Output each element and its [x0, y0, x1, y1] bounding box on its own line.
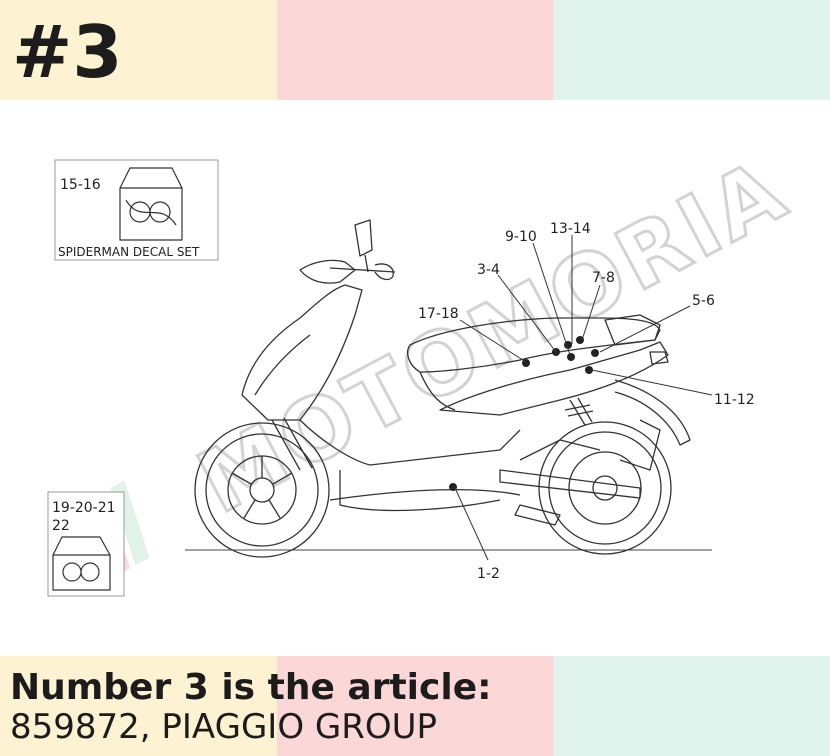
swingarm: [499, 439, 641, 499]
rear-wheel: [538, 421, 672, 555]
callout-9-10: 9-10: [505, 229, 537, 245]
callout-1-2: 1-2: [477, 566, 500, 582]
band-segment-mint: [553, 0, 830, 100]
callout-17-18: 17-18: [418, 306, 459, 322]
rear-body: [439, 341, 669, 416]
callout-15-16: 15-16: [60, 177, 101, 193]
bottom-color-band: [0, 656, 830, 756]
decal-pack-icon: [119, 167, 183, 241]
band-segment-mint: [553, 656, 830, 756]
decal-set-box: 15-16 SPIDERMAN DECAL SET: [54, 159, 219, 261]
handlebar: [329, 263, 396, 281]
scooter-drawing: [194, 219, 691, 558]
callout-19-20-21: 19-20-21: [52, 500, 116, 516]
decal-box-19-22: 19-20-21 22: [47, 491, 125, 597]
callout-11-12: 11-12: [714, 392, 755, 408]
floorboard: [299, 419, 521, 512]
callout-5-6: 5-6: [692, 293, 715, 309]
callout-3-4: 3-4: [477, 262, 500, 278]
front-wheel: [194, 422, 330, 558]
decal-pack-icon: [52, 536, 111, 591]
parts-diagram: MOTOMORIA: [47, 138, 805, 597]
decal-set-caption: SPIDERMAN DECAL SET: [58, 245, 200, 259]
article-detail: 859872, PIAGGIO GROUP: [10, 707, 438, 747]
rear-shock: [564, 397, 594, 426]
callout-22: 22: [52, 518, 70, 534]
rear-fender: [614, 379, 691, 446]
band-segment-pink: [276, 656, 554, 756]
callout-7-8: 7-8: [592, 270, 615, 286]
band-segment-pink: [276, 0, 554, 100]
band-segment-yellow: [0, 656, 277, 756]
top-color-band: [0, 0, 830, 100]
callout-13-14: 13-14: [550, 221, 591, 237]
article-headline: Number 3 is the article:: [10, 667, 492, 708]
mirror: [354, 219, 373, 273]
leader-lines: [454, 235, 713, 561]
band-segment-yellow: [0, 0, 277, 100]
item-number-badge: #3: [12, 10, 123, 94]
front-fairing: [241, 284, 363, 421]
